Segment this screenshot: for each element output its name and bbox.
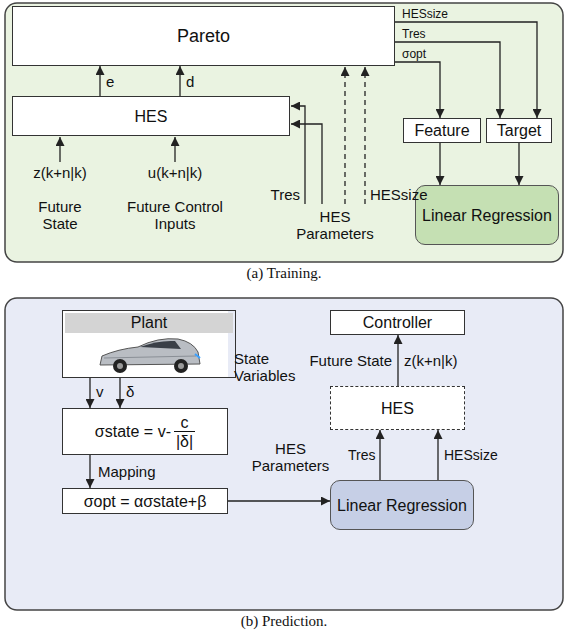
node-text: Target xyxy=(497,121,541,140)
edge-label: z(k+n|k) xyxy=(404,352,458,369)
annotation-label: Future State xyxy=(300,352,392,369)
plant-box: Plant xyxy=(62,310,236,378)
annotation-label: HES Parameters xyxy=(290,208,380,242)
hes-box: HES xyxy=(330,386,465,430)
node-text: c xyxy=(181,414,189,431)
panel-caption: (a) Training. xyxy=(5,265,563,282)
regression-box: Linear Regression xyxy=(415,185,559,245)
edge-label: e xyxy=(106,73,114,90)
edge-label: Tres xyxy=(348,447,375,463)
target-box: Target xyxy=(486,118,552,143)
connector-arrow xyxy=(395,42,500,118)
node-text: Linear Regression xyxy=(422,206,552,225)
edge-label: HESsize xyxy=(444,447,498,463)
input-arrow xyxy=(174,137,175,162)
controller-box: Controller xyxy=(330,310,465,335)
node-text: Plant xyxy=(65,313,233,333)
node-text: HES xyxy=(135,107,168,126)
dashed-parameter-arrow xyxy=(344,67,345,204)
car-illustration xyxy=(100,339,200,373)
annotation-label: u(k+n|k) xyxy=(135,164,215,181)
annotation-label: Future Control Inputs xyxy=(115,198,235,232)
node-text: HES xyxy=(381,399,414,418)
input-arrow xyxy=(59,137,60,162)
connector-arrow xyxy=(89,455,90,488)
annotation-label: HESsize xyxy=(370,186,440,203)
node-text: |δ| xyxy=(174,431,195,450)
feature-box: Feature xyxy=(403,118,481,143)
annotation-label: State Variables xyxy=(234,350,304,384)
edge-label: δ xyxy=(126,383,134,400)
connector-arrow xyxy=(179,66,180,96)
training-panel: (a) Training.ParetoHESFeatureTargetLinea… xyxy=(5,3,563,262)
connector-arrow xyxy=(228,500,330,501)
node-text: σopt = ασstate+β xyxy=(84,492,207,511)
connector-arrow xyxy=(397,335,398,386)
node-text: Pareto xyxy=(177,27,230,46)
annotation-label: HES Parameters xyxy=(248,440,333,474)
connector-arrow xyxy=(395,22,537,118)
edge-label: v xyxy=(96,383,104,400)
connector-arrow xyxy=(439,143,440,185)
annotation-label: Tres xyxy=(266,186,300,203)
regression-box: Linear Regression xyxy=(330,480,474,530)
connector-arrow xyxy=(518,143,519,185)
connector-arrow xyxy=(99,66,100,96)
node-text: σstate = v- xyxy=(95,422,171,441)
panel-background xyxy=(5,298,563,610)
node-text: Feature xyxy=(414,121,469,140)
edge-label: σopt xyxy=(402,47,426,61)
panel-background xyxy=(5,3,563,262)
fraction: c|δ| xyxy=(174,414,195,450)
panel-caption: (b) Prediction. xyxy=(5,613,563,630)
annotation-label: z(k+n|k) xyxy=(25,164,95,181)
mapping-box: σopt = ασstate+β xyxy=(62,488,228,514)
connector-layer xyxy=(90,22,537,501)
connector-arrow xyxy=(437,430,438,480)
annotation-label: Future State xyxy=(30,198,90,232)
edge-label: Mapping xyxy=(98,463,156,480)
pareto-box: Pareto xyxy=(12,6,395,66)
hes-box: HES xyxy=(12,96,290,136)
edge-label: d xyxy=(186,73,194,90)
node-text: Controller xyxy=(363,313,432,332)
dashed-parameter-arrow xyxy=(364,67,365,204)
connector-arrow xyxy=(119,378,120,408)
edge-label: HESsize xyxy=(402,7,448,21)
edge-label: Tres xyxy=(402,27,426,41)
connector-arrow xyxy=(379,430,380,480)
connector-arrow xyxy=(89,378,90,408)
node-text: Linear Regression xyxy=(337,496,467,515)
connector-arrow xyxy=(395,62,440,118)
formula-box: σstate = v-c|δ| xyxy=(62,408,228,455)
